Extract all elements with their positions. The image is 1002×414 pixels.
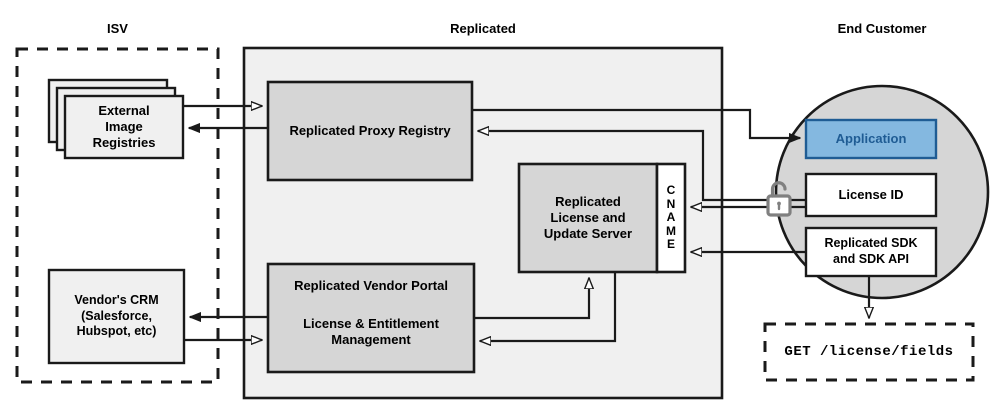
replicated-proxy-registry-box — [266, 80, 474, 182]
cname-label: C N A M E — [657, 164, 685, 272]
replicated-sdk-box — [804, 226, 938, 278]
cname-letter-e: E — [666, 237, 675, 252]
replicated-vendor-portal-node[interactable] — [268, 264, 474, 372]
edge-license-server-to-vendor-portal — [480, 272, 617, 341]
license-fields-endpoint-box — [763, 322, 975, 382]
unlocked-padlock-icon — [766, 181, 792, 217]
license-id-box — [804, 172, 938, 218]
license-id-node[interactable] — [806, 174, 936, 216]
external-image-registries-box — [63, 94, 185, 160]
edge-vendor-portal-to-license-server — [474, 278, 589, 320]
cname-letter-n: N — [666, 196, 676, 211]
cname-letter-c: C — [666, 183, 676, 198]
replicated-license-update-server-box — [517, 162, 659, 274]
replicated-sdk-node[interactable] — [806, 228, 936, 276]
application-node[interactable] — [806, 120, 936, 158]
vendors-crm-node[interactable] — [49, 270, 184, 363]
column-header-isv: ISV — [107, 21, 128, 36]
license-fields-endpoint-label: GET /license/fields — [784, 344, 954, 360]
column-header-end-customer: End Customer — [837, 21, 927, 36]
cname-letter-m: M — [666, 223, 676, 238]
cname-box — [655, 162, 687, 274]
column-header-replicated: Replicated — [450, 21, 516, 36]
edge-proxy-to-application — [472, 108, 800, 138]
isv-container — [15, 47, 220, 384]
vendors-crm-box — [47, 268, 186, 365]
edge-application-to-proxy — [478, 131, 806, 202]
replicated-proxy-registry-node[interactable] — [268, 82, 472, 180]
license-fields-endpoint-node[interactable] — [765, 324, 973, 380]
external-image-registries-node[interactable] — [49, 80, 183, 158]
cname-node[interactable] — [657, 164, 685, 272]
application-box — [804, 118, 938, 160]
replicated-vendor-portal-box — [266, 262, 476, 374]
cname-letter-a: A — [666, 210, 676, 225]
replicated-license-update-server-node[interactable] — [519, 164, 657, 272]
